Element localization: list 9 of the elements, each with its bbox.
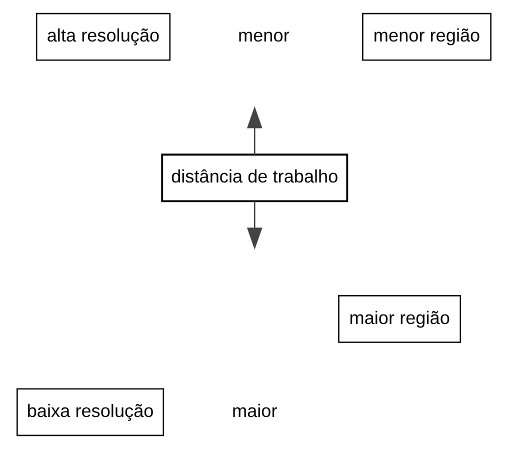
node-box: baixa resolução bbox=[16, 388, 164, 436]
node-box: distância de trabalho bbox=[161, 154, 348, 202]
label: menor bbox=[238, 26, 290, 46]
node-box: maior região bbox=[338, 295, 462, 343]
node-box: menor região bbox=[362, 12, 492, 61]
arrow bbox=[246, 106, 262, 155]
arrow bbox=[246, 201, 262, 250]
label: maior bbox=[232, 400, 278, 421]
node-box: alta resolução bbox=[36, 12, 171, 61]
